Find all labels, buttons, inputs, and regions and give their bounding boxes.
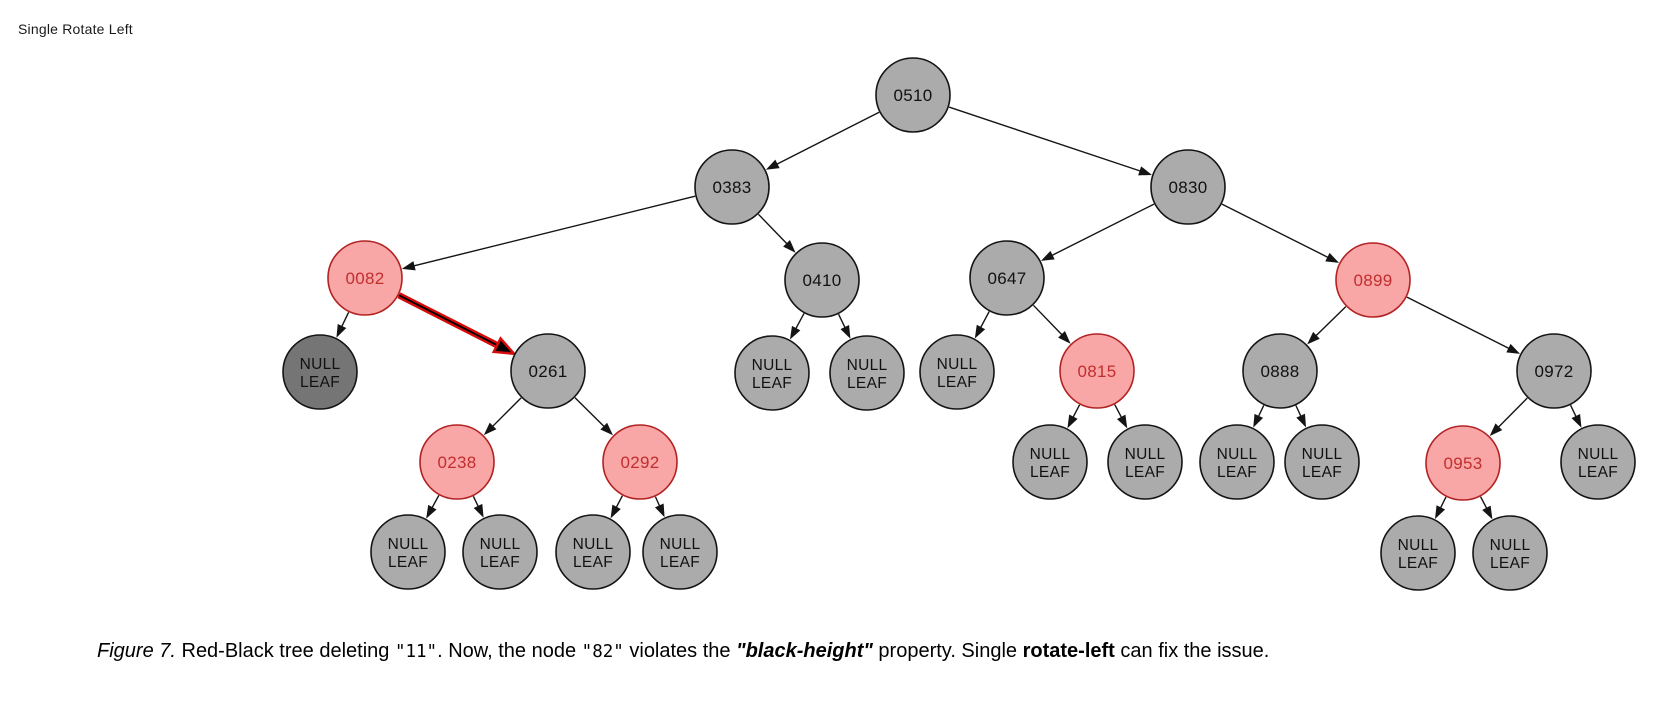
node-label: 0410 — [802, 271, 841, 290]
node-label: 0082 — [345, 269, 384, 288]
tree-edge — [789, 313, 805, 340]
tree-edge — [1032, 304, 1071, 344]
node-label: 0510 — [893, 86, 932, 105]
caption-segment: "82" — [581, 642, 624, 662]
tree-node-0647: 0647 — [969, 240, 1045, 316]
figure-title: Single Rotate Left — [18, 21, 133, 37]
node-label: 0899 — [1353, 271, 1392, 290]
caption-segment: "11" — [394, 642, 438, 662]
tree-node-0238: 0238 — [419, 424, 495, 500]
tree-edge — [472, 495, 484, 518]
tree-node-0292: 0292 — [602, 424, 678, 500]
caption-segment: violates the — [623, 640, 737, 662]
tree-edge — [1569, 404, 1582, 428]
tree-edge — [837, 313, 851, 339]
tree-edge — [757, 213, 796, 253]
tree-edge — [1406, 296, 1521, 354]
tree-node-0383: 0383 — [694, 149, 770, 225]
node-label: 0972 — [1534, 362, 1573, 381]
node-label: 0261 — [528, 362, 567, 381]
tree-node-0899: 0899 — [1335, 242, 1411, 318]
tree-edge — [1479, 496, 1493, 520]
node-label: 0953 — [1443, 454, 1482, 473]
tree-node-0510: 0510 — [875, 57, 951, 133]
node-label: 0383 — [712, 178, 751, 197]
tree-node-0888: 0888 — [1242, 333, 1318, 409]
tree-edge — [1114, 404, 1128, 429]
tree-edge — [426, 495, 440, 519]
node-label: 0830 — [1168, 178, 1207, 197]
tree-edge — [1307, 306, 1347, 345]
tree-node-0410: 0410 — [784, 242, 860, 318]
tree-edge — [654, 496, 665, 518]
tree-node-0261: 0261 — [510, 333, 586, 409]
figure-caption: Figure 7. Red-Black tree deleting "11". … — [97, 638, 1269, 664]
tree-edge — [336, 311, 350, 338]
node-label: 0292 — [620, 453, 659, 472]
node-label: 0647 — [987, 269, 1026, 288]
tree-edge-rotate-highlight — [397, 292, 518, 356]
node-label: 0815 — [1077, 362, 1116, 381]
tree-edge — [1434, 496, 1447, 520]
caption-segment: . Now, the node — [437, 640, 582, 662]
tree-edge — [610, 495, 624, 519]
caption-segment: can fix the issue. — [1114, 640, 1270, 662]
tree-node-0082: 0082 — [327, 240, 403, 316]
caption-segment: rotate-left — [1022, 640, 1115, 662]
tree-edge — [1253, 405, 1265, 428]
caption-segment: Red-Black tree deleting — [175, 640, 395, 662]
tree-edge — [1489, 397, 1528, 436]
tree-edge — [1295, 405, 1307, 428]
tree-node-0953: 0953 — [1425, 425, 1501, 501]
tree-edge — [974, 311, 990, 339]
caption-segment: Figure 7. — [97, 640, 176, 662]
tree-edge — [1067, 404, 1081, 429]
node-label: 0238 — [437, 453, 476, 472]
tree-edge — [1040, 203, 1155, 261]
caption-segment: "black-height" — [736, 640, 873, 662]
tree-edge — [574, 397, 613, 436]
caption-segment: property. Single — [872, 640, 1023, 662]
tree-node-0972: 0972 — [1516, 333, 1592, 409]
tree-node-0815: 0815 — [1059, 333, 1135, 409]
node-label: 0888 — [1260, 362, 1299, 381]
tree-edge — [401, 195, 696, 271]
tree-node-0830: 0830 — [1150, 149, 1226, 225]
tree-edge — [765, 111, 880, 170]
tree-edge — [483, 397, 522, 436]
tree-edge — [948, 106, 1152, 176]
tree-edge — [1221, 203, 1340, 263]
